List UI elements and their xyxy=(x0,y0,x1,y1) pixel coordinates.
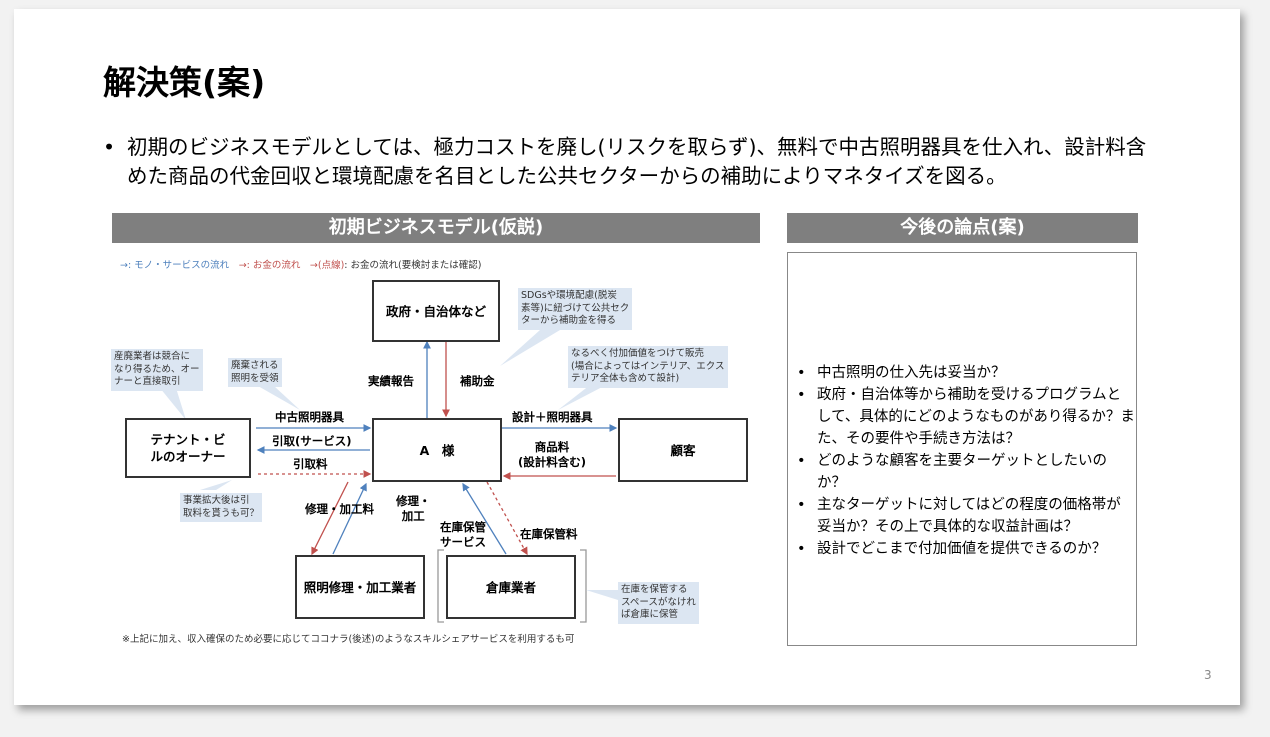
issue-item: •政府・自治体等から補助を受けるプログラムとして、具体的にどのようなものがあり得… xyxy=(797,387,1135,447)
callout-expand: 事業拡大後は引 取料を貰うも可？ xyxy=(180,493,263,522)
label-report: 実績報告 xyxy=(368,374,414,388)
box-a: A 様 xyxy=(372,418,502,482)
box-owner: テナント・ビルのオーナー xyxy=(125,418,251,478)
label-repair-fee: 修理・加工料 xyxy=(305,502,374,516)
legend-red: →: お金の流れ xyxy=(238,260,301,271)
callout-value: なるべく付加価値をつけて販売 (場合によってはインテリア、エクス テリア全体も含… xyxy=(568,346,728,388)
issues-list: •中古照明の仕入先は妥当か？ •政府・自治体等から補助を受けるプログラムとして、… xyxy=(795,362,1135,560)
callout-stock: 在庫を保管する スペースがなけれ ば倉庫に保管 xyxy=(618,582,699,624)
slide-title: 解決策(案) xyxy=(103,63,266,102)
left-header: 初期ビジネスモデル(仮説) xyxy=(112,213,760,243)
label-subsidy: 補助金 xyxy=(460,374,495,388)
box-customer: 顧客 xyxy=(618,418,748,482)
callout-sdgs: SDGsや環境配慮(脱炭 素等)に紐づけて公共セク ターから補助金を得る xyxy=(518,288,633,330)
label-product-fee: 商品料 (設計料含む) xyxy=(518,440,587,469)
summary-bullet: •初期のビジネスモデルとしては、極力コストを廃し(リスクを取らず)、無料で中古照… xyxy=(103,135,1147,188)
right-header: 今後の論点(案) xyxy=(787,213,1138,243)
label-pickup: 引取(サービス) xyxy=(272,434,352,448)
label-pickup-fee: 引取料 xyxy=(293,457,328,471)
callout-scrap: 産廃業者は競合に なり得るため、オー ナーと直接取引 xyxy=(111,349,203,391)
box-warehouse: 倉庫業者 xyxy=(446,555,576,619)
label-storage: 在庫保管 サービス xyxy=(440,520,486,549)
legend: →: モノ・サービスの流れ →: お金の流れ →(点線): お金の流れ(要検討ま… xyxy=(120,260,482,271)
callout-dispose: 廃棄される 照明を受領 xyxy=(228,358,282,387)
issues-box xyxy=(787,252,1137,646)
box-government: 政府・自治体など xyxy=(372,280,500,342)
issue-item: •主なターゲットに対してはどの程度の価格帯が妥当か？その上で具体的な収益計画は？ xyxy=(797,497,1121,535)
issue-item: •どのような顧客を主要ターゲットとしたいのか？ xyxy=(797,453,1107,491)
page-number: 3 xyxy=(1204,668,1212,682)
label-storage-fee: 在庫保管料 xyxy=(520,527,578,541)
label-used-lighting: 中古照明器具 xyxy=(275,410,344,424)
box-repair-vendor: 照明修理・加工業者 xyxy=(295,555,425,619)
label-repair: 修理・ 加工 xyxy=(396,494,431,523)
issue-item: •設計でどこまで付加価値を提供できるのか？ xyxy=(797,541,1107,557)
issue-item: •中古照明の仕入先は妥当か？ xyxy=(797,365,1006,381)
label-design: 設計＋照明器具 xyxy=(512,410,593,424)
footnote: ※上記に加え、収入確保のため必要に応じてココナラ(後述)のようなスキルシェアサー… xyxy=(122,634,575,645)
